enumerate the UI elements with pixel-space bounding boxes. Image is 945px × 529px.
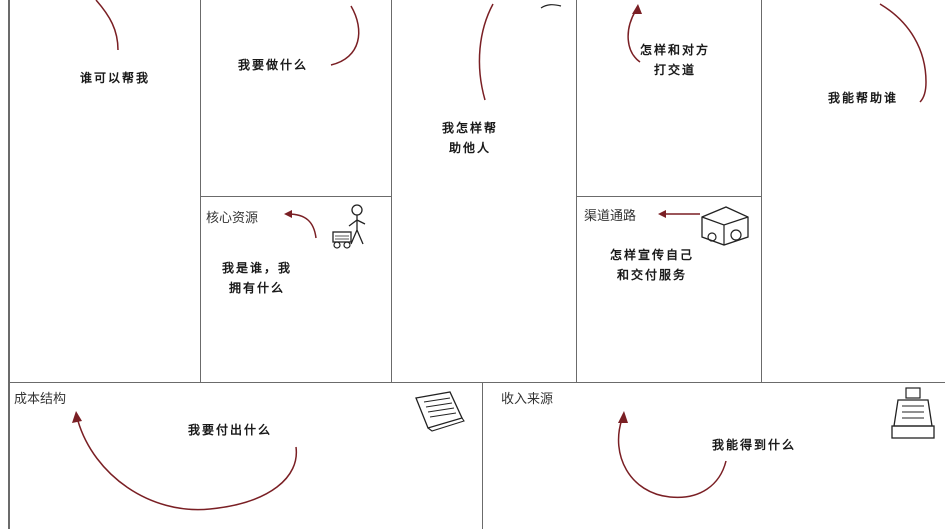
worker-icon xyxy=(332,204,366,249)
divider-activities-resources xyxy=(200,196,392,197)
key-partners-caption: 谁可以帮我 xyxy=(80,71,151,85)
cash-register-icon xyxy=(891,387,935,439)
invoice-paper-icon xyxy=(415,391,465,432)
left-border xyxy=(8,0,10,529)
key-activities-arrow xyxy=(330,5,360,66)
divider-horizontal xyxy=(8,382,945,383)
divider-relationships-channels xyxy=(576,196,762,197)
customer-segments-arrow xyxy=(879,3,927,103)
key-activities-caption: 我要做什么 xyxy=(238,58,309,72)
divider-cost-revenue xyxy=(482,382,483,529)
channels-caption-line1: 怎样宣传自己 xyxy=(610,248,695,262)
customer-relationships-arrow xyxy=(627,4,642,63)
key-resources-caption-line1: 我是谁，我 xyxy=(222,261,293,275)
divider-3 xyxy=(576,0,577,382)
key-resources-caption-line2: 拥有什么 xyxy=(229,281,286,295)
value-propositions-caption-line2: 助他人 xyxy=(449,141,492,155)
key-resources-arrow xyxy=(284,210,317,239)
divider-1 xyxy=(200,0,201,382)
customer-relationships-caption-line2: 打交道 xyxy=(654,63,697,77)
customer-segments-caption: 我能帮助谁 xyxy=(828,91,899,105)
cost-structure-title: 成本结构 xyxy=(14,392,67,407)
channels-caption: 怎样宣传自己 和交付服务 xyxy=(610,245,694,285)
customer-relationships-caption-line1: 怎样和对方 xyxy=(640,43,711,57)
revenue-streams-title: 收入来源 xyxy=(501,392,554,407)
key-partners-arrow xyxy=(95,0,119,51)
divider-2 xyxy=(391,0,392,382)
key-resources-title: 核心资源 xyxy=(206,211,259,226)
channels-arrow xyxy=(658,210,700,218)
value-propositions-caption: 我怎样帮 助他人 xyxy=(442,118,498,158)
channels-title: 渠道通路 xyxy=(584,209,637,224)
divider-4 xyxy=(761,0,762,382)
cost-structure-arrow xyxy=(72,411,298,511)
value-propositions-arrow xyxy=(478,3,562,101)
key-resources-caption: 我是谁，我 拥有什么 xyxy=(222,258,292,298)
revenue-streams-caption: 我能得到什么 xyxy=(712,438,797,452)
customer-relationships-caption: 怎样和对方 打交道 xyxy=(640,40,710,80)
cost-structure-caption: 我要付出什么 xyxy=(188,423,273,437)
channels-caption-line2: 和交付服务 xyxy=(617,268,688,282)
value-propositions-caption-line1: 我怎样帮 xyxy=(442,121,499,135)
revenue-streams-arrow xyxy=(617,411,727,499)
delivery-truck-icon xyxy=(701,206,749,246)
